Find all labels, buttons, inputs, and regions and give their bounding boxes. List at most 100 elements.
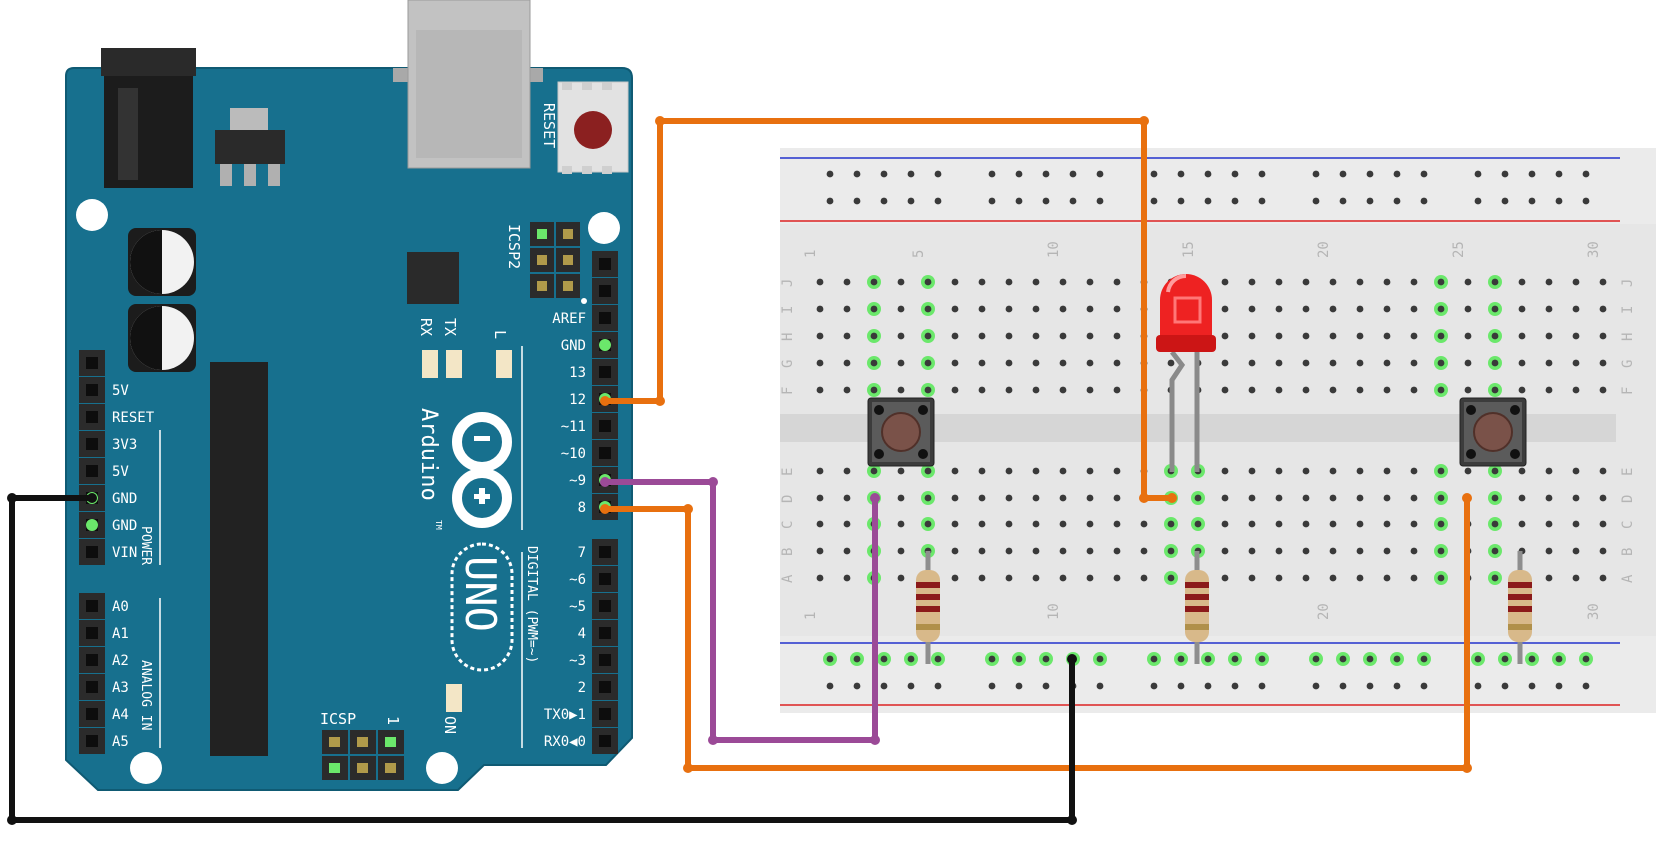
breadboard-hole <box>1032 520 1040 528</box>
row-letter: F <box>1620 387 1636 395</box>
wire-gnd-joint <box>1067 654 1077 664</box>
breadboard-hole <box>1140 574 1148 582</box>
digital-pin-socket <box>599 681 611 693</box>
breadboard-hole <box>1491 386 1499 394</box>
mounting-hole <box>426 752 458 784</box>
breadboard-hole <box>1248 359 1256 367</box>
breadboard-hole <box>1302 359 1310 367</box>
pin-labels: AREFGND1312~11~10~987~6~54~32TX0▶1RX0◀05… <box>86 311 611 750</box>
rail-hole <box>1339 197 1347 205</box>
wire-pin12-led-joint <box>1139 116 1149 126</box>
breadboard-hole <box>1059 494 1067 502</box>
breadboard-hole <box>1113 305 1121 313</box>
icsp2-pin-contact <box>563 281 573 291</box>
rail-hole <box>907 170 915 178</box>
reset-button[interactable] <box>557 81 629 174</box>
digital-pin-label: 13 <box>569 365 586 381</box>
rail-hole <box>853 170 861 178</box>
pushbutton[interactable] <box>1459 397 1527 467</box>
breadboard-hole <box>1032 574 1040 582</box>
breadboard-hole <box>1491 547 1499 555</box>
column-number: 1 <box>803 250 819 258</box>
wire-pin12-led-joint <box>1139 493 1149 503</box>
breadboard-hole <box>978 520 986 528</box>
breadboard-hole <box>1221 494 1229 502</box>
breadboard-hole <box>1572 574 1580 582</box>
breadboard-hole <box>1545 386 1553 394</box>
analog-pin-socket <box>86 627 98 639</box>
breadboard-hole <box>843 359 851 367</box>
icsp2-pin-contact <box>563 229 573 239</box>
pushbutton[interactable] <box>867 397 935 467</box>
breadboard-hole <box>1302 305 1310 313</box>
breadboard-hole <box>1572 305 1580 313</box>
bottom-power-rail <box>780 636 1656 713</box>
column-number: 10 <box>1046 603 1062 620</box>
breadboard-hole <box>1275 494 1283 502</box>
rail-hole <box>1312 682 1320 690</box>
rail-hole <box>1366 170 1374 178</box>
digital-pin-label: GND <box>561 338 586 354</box>
voltage-regulator <box>215 130 285 164</box>
breadboard-hole <box>1437 278 1445 286</box>
breadboard-hole <box>1221 305 1229 313</box>
breadboard-hole <box>1032 467 1040 475</box>
breadboard-hole <box>951 305 959 313</box>
rail-hole <box>1582 197 1590 205</box>
breadboard-hole <box>1248 547 1256 555</box>
rail-hole <box>1204 655 1212 663</box>
wire-pin12-led-joint <box>600 396 610 406</box>
breadboard-hole <box>1113 332 1121 340</box>
rail-hole <box>1231 655 1239 663</box>
breadboard-hole <box>1221 332 1229 340</box>
breadboard-hole <box>1167 547 1175 555</box>
breadboard-hole <box>1545 467 1553 475</box>
breadboard-hole <box>951 386 959 394</box>
breadboard-hole <box>1329 467 1337 475</box>
pin-connected-highlight <box>86 519 98 531</box>
rail-hole <box>1312 655 1320 663</box>
breadboard-hole <box>1599 278 1607 286</box>
breadboard-hole <box>1005 547 1013 555</box>
breadboard-hole <box>1167 574 1175 582</box>
digital-pin-socket <box>599 735 611 747</box>
rail-hole <box>1501 197 1509 205</box>
rail-hole <box>1528 655 1536 663</box>
breadboard-hole <box>816 359 824 367</box>
breadboard-hole <box>1032 386 1040 394</box>
power-jack <box>104 76 193 188</box>
wire-gnd-joint <box>7 815 17 825</box>
wire-pin9-button1-joint <box>708 477 718 487</box>
breadboard-hole <box>1383 359 1391 367</box>
breadboard-hole <box>1464 359 1472 367</box>
digital-pin-socket <box>599 546 611 558</box>
breadboard-hole <box>924 359 932 367</box>
breadboard-hole <box>1248 305 1256 313</box>
breadboard-hole <box>897 305 905 313</box>
breadboard-hole <box>1302 278 1310 286</box>
rail-hole <box>1042 682 1050 690</box>
wire-pin12-led-joint <box>1167 493 1177 503</box>
rail-hole <box>1015 170 1023 178</box>
breadboard-hole <box>1356 278 1364 286</box>
breadboard-hole <box>1518 386 1526 394</box>
breadboard-hole <box>1248 520 1256 528</box>
rail-hole <box>1420 197 1428 205</box>
breadboard-hole <box>1518 278 1526 286</box>
row-letter: J <box>1620 279 1636 287</box>
breadboard-hole <box>1410 386 1418 394</box>
rail-hole <box>1204 170 1212 178</box>
breadboard-hole <box>1383 467 1391 475</box>
breadboard-hole <box>1275 467 1283 475</box>
breadboard-hole <box>1518 332 1526 340</box>
rail-hole <box>1150 170 1158 178</box>
digital-pin-socket <box>599 420 611 432</box>
rx-label: RX <box>417 318 435 336</box>
breadboard-hole <box>1518 494 1526 502</box>
digital-pin-label: ~9 <box>569 473 586 489</box>
usb-port-inner <box>416 30 522 158</box>
regulator-leg <box>220 164 232 186</box>
digital-pin-socket <box>599 258 611 270</box>
breadboard-hole <box>1275 305 1283 313</box>
breadboard-hole <box>1248 494 1256 502</box>
